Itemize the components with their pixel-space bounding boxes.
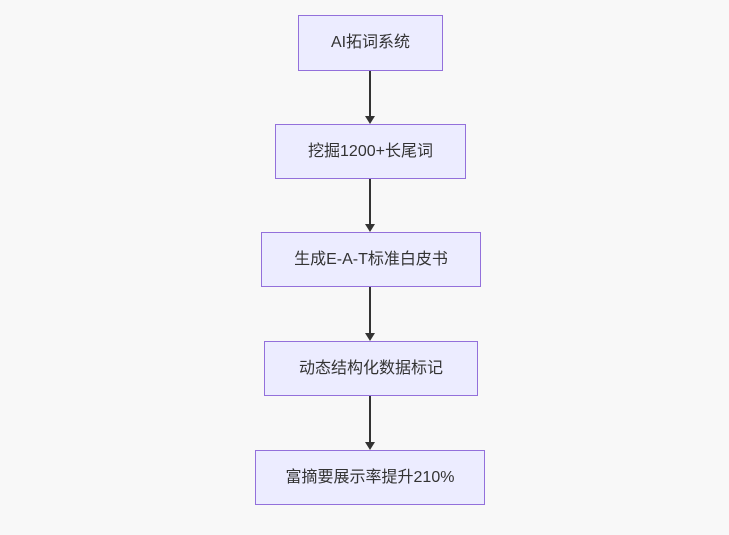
- node-structured-data-markup: 动态结构化数据标记: [264, 341, 478, 396]
- arrow-line: [369, 71, 371, 116]
- node-rich-snippet-uplift: 富摘要展示率提升210%: [255, 450, 485, 505]
- node-label: 动态结构化数据标记: [298, 359, 443, 377]
- node-label: 挖掘1200+长尾词: [308, 142, 433, 160]
- arrowhead-down-icon: [365, 442, 375, 450]
- arrow-line: [369, 396, 371, 442]
- arrowhead-down-icon: [365, 116, 375, 124]
- arrowhead-down-icon: [365, 333, 375, 341]
- node-ai-keyword-system: AI拓词系统: [298, 15, 443, 71]
- node-eat-whitepaper: 生成E-A-T标准白皮书: [261, 232, 481, 287]
- flow-arrow-3: [365, 287, 375, 341]
- flow-arrow-1: [365, 71, 375, 124]
- arrow-line: [369, 179, 371, 224]
- arrow-line: [369, 287, 371, 333]
- node-longtail-mining: 挖掘1200+长尾词: [275, 124, 466, 179]
- flow-arrow-4: [365, 396, 375, 450]
- node-label: AI拓词系统: [330, 34, 411, 52]
- node-label: 生成E-A-T标准白皮书: [294, 250, 448, 268]
- flow-arrow-2: [365, 179, 375, 232]
- node-label: 富摘要展示率提升210%: [285, 468, 455, 486]
- arrowhead-down-icon: [365, 224, 375, 232]
